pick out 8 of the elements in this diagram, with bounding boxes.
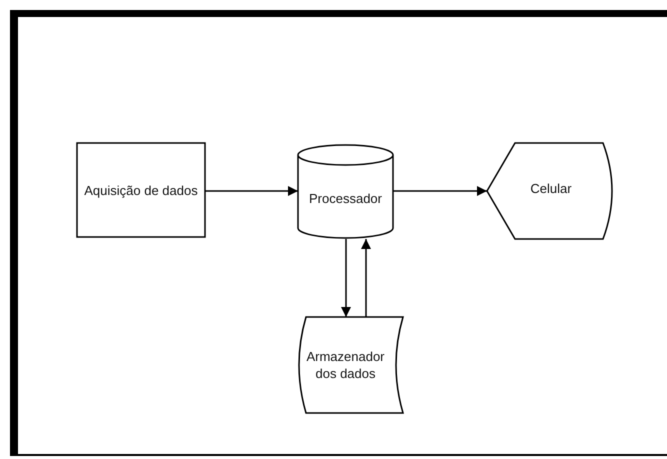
arrow xyxy=(205,186,298,196)
node-label: Celular xyxy=(530,180,572,196)
arrow xyxy=(393,186,487,196)
arrow xyxy=(361,239,371,317)
node-label: Processador xyxy=(309,190,382,207)
arrow xyxy=(341,239,351,317)
node-label: Aquisição de dados xyxy=(84,182,198,198)
node-label: Armazenador dos dados xyxy=(305,348,386,382)
